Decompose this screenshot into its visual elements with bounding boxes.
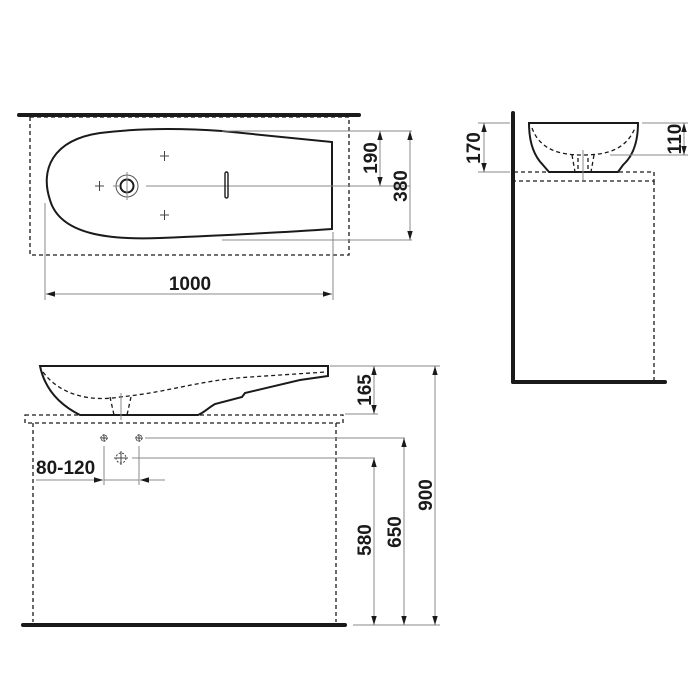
outlet-markers [100, 434, 143, 465]
dim-height: 170 [464, 132, 485, 164]
dim-outlet-height-1: 650 [385, 516, 406, 548]
dim-outlet-spacing: 80-120 [36, 458, 95, 479]
dim-total-height: 900 [416, 479, 437, 511]
front-view: 80-120 165 580 650 900 [21, 365, 440, 627]
fixing-point-markers [95, 151, 169, 220]
dim-depth: 380 [391, 170, 412, 202]
dim-bowl-depth: 110 [665, 124, 686, 155]
dim-width: 1000 [169, 274, 211, 295]
side-countertop [513, 171, 655, 182]
basin-outline [45, 127, 333, 240]
side-view: 170 110 [464, 111, 688, 384]
dim-basin-height: 165 [355, 374, 376, 406]
side-basin-outline [527, 122, 640, 173]
front-basin-outline [38, 365, 329, 416]
top-view: 190 380 1000 [17, 113, 413, 300]
dim-outlet-height-2: 580 [355, 524, 376, 556]
front-countertop [24, 414, 344, 424]
dim-drain-offset: 190 [361, 142, 382, 174]
overflow-slot [224, 171, 229, 199]
